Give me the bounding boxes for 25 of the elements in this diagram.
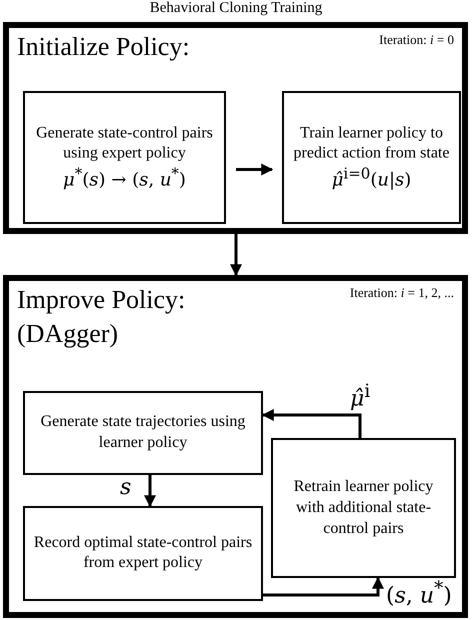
iteration-note: Iteration: i = 0 — [379, 32, 454, 48]
stage-panel — [3, 22, 468, 234]
stage-panel — [3, 275, 468, 618]
arrow — [236, 164, 274, 176]
process-box — [23, 506, 263, 601]
step-text: Record optimal state-control pairs from expert policy — [32, 532, 254, 574]
step-text: Generate state-control pairs using expert policy — [35, 123, 214, 164]
process-box — [23, 391, 263, 475]
step-text: Generate state trajectories using learner policy — [40, 412, 246, 453]
iteration-note: Iteration: i = 1, 2, ... — [350, 285, 454, 301]
arrow — [262, 409, 362, 438]
diagram-title: Behavioral Cloning Training — [148, 0, 324, 17]
edge-label: μ̂$^{i}$ — [348, 383, 372, 410]
arrow — [263, 576, 384, 596]
panel-heading: Initialize Policy: — [17, 31, 191, 63]
process-box — [282, 91, 461, 224]
panel-heading: Improve Policy: (DAgger) — [17, 284, 186, 350]
formula: μ̂$^{i=0}$(u|s) — [330, 164, 412, 192]
step-text: Retrain learner policy with additional state-control pairs — [292, 476, 434, 538]
arrow — [230, 234, 242, 276]
process-box — [271, 438, 456, 578]
step-text: Train learner policy to predict action from state — [292, 123, 450, 164]
process-box — [23, 91, 226, 224]
formula: μ$^{*}$(s) → (s, u$^{*}$) — [62, 164, 187, 192]
arrow — [144, 475, 156, 508]
